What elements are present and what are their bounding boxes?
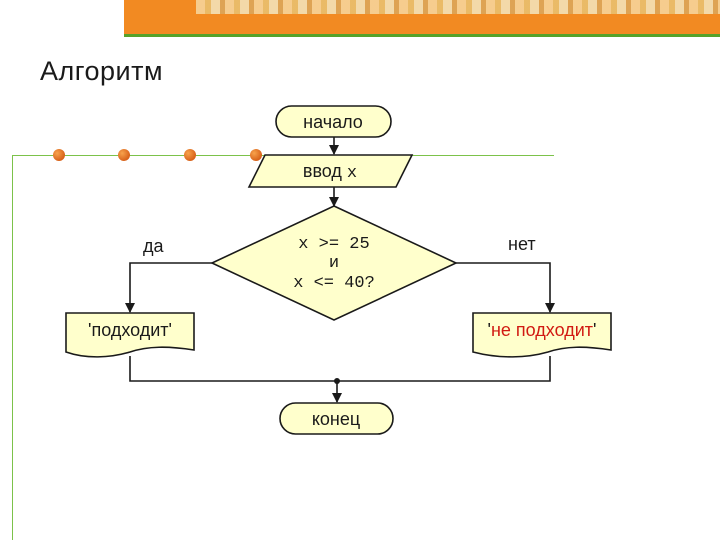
decor-bullet-3: [184, 149, 196, 161]
slide-title: Алгоритм: [40, 56, 164, 86]
decor-bullet-4: [250, 149, 262, 161]
end-terminator: [279, 402, 394, 435]
header-texture: [196, 0, 720, 14]
input-label: ввод x: [303, 161, 357, 183]
output-yes-text: 'подходит': [88, 320, 172, 340]
decor-line-vertical: [12, 155, 13, 540]
header-green-stripe: [124, 34, 720, 37]
decor-bullet-1: [53, 149, 65, 161]
condition-line-3: x <= 40?: [293, 274, 375, 293]
output-no-block: [472, 312, 612, 358]
start-terminator: [275, 105, 392, 138]
output-no-quote-close: ': [593, 320, 596, 340]
condition-line-2: и: [329, 254, 339, 273]
output-no-value: не подходит: [491, 320, 593, 340]
decor-bullet-2: [118, 149, 130, 161]
output-no-quote-open: ': [488, 320, 491, 340]
input-keyword: ввод: [303, 161, 347, 181]
merge-line: [129, 356, 551, 382]
condition-line-1: x >= 25: [298, 235, 369, 254]
header-decoration-bar: [124, 0, 720, 34]
input-variable: x: [347, 164, 357, 183]
no-label: нет: [508, 234, 536, 254]
condition-diamond: [210, 205, 458, 321]
arrow-no-branch: [456, 262, 555, 313]
output-yes-block: [65, 312, 195, 358]
input-block: [247, 154, 414, 188]
start-label: начало: [303, 112, 363, 132]
yes-label: да: [143, 236, 165, 256]
arrow-yes-branch: [125, 262, 212, 313]
end-label: конец: [312, 409, 360, 429]
output-no-text: 'не подходит': [488, 320, 597, 340]
merge-point: [334, 378, 340, 384]
